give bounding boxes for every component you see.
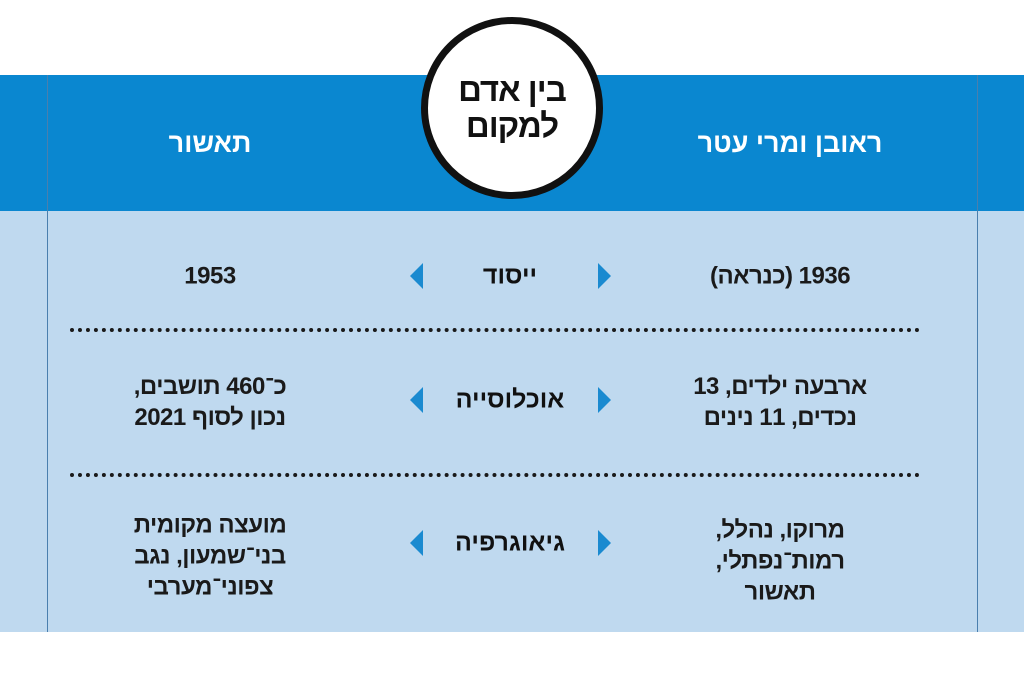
- row-3-left: מועצה מקומית בני־שמעון, נגב צפוני־מערבי: [80, 510, 340, 603]
- column-header-right: ראובן ומרי עטר: [697, 128, 883, 158]
- row-1-right: 1936 (כנראה): [650, 261, 910, 292]
- arrow-left-icon: [410, 387, 423, 413]
- arrow-left-icon: [410, 263, 423, 289]
- text-line: רמות־נפתלי,: [715, 547, 845, 575]
- right-border: [977, 75, 978, 632]
- arrow-right-icon: [598, 530, 611, 556]
- row-3-right: מרוקו, נהלל, רמות־נפתלי, תאשור: [650, 515, 910, 608]
- arrow-right-icon: [598, 387, 611, 413]
- text-line: 1953: [184, 262, 236, 290]
- text-line: מועצה מקומית: [133, 511, 287, 539]
- text-line: נכדים, 11 נינים: [703, 404, 857, 431]
- row-2-right: ארבעה ילדים, 13 נכדים, 11 נינים: [650, 371, 910, 433]
- badge-line-1: בין אדם: [458, 71, 567, 108]
- row-1-label: ייסוד: [482, 261, 538, 290]
- text-line: צפוני־מערבי: [146, 573, 274, 601]
- row-3-label: גיאוגרפיה: [455, 528, 565, 557]
- arrow-right-icon: [598, 263, 611, 289]
- text-line: כ־460 תושבים,: [133, 373, 287, 400]
- left-border: [47, 75, 48, 632]
- row-1-left: 1953: [80, 261, 340, 292]
- row-2-label: אוכלוסייה: [455, 385, 565, 414]
- text-line: בני־שמעון, נגב: [134, 542, 286, 570]
- dotted-divider: [70, 473, 920, 477]
- table-body: [0, 211, 1024, 632]
- text-line: נכון לסוף 2021: [134, 404, 286, 431]
- title-badge: בין אדם למקום: [421, 17, 603, 199]
- column-header-left: תאשור: [168, 128, 252, 158]
- text-line: מרוקו, נהלל,: [715, 516, 845, 544]
- text-line: תאשור: [744, 578, 816, 606]
- row-2-left: כ־460 תושבים, נכון לסוף 2021: [80, 371, 340, 433]
- badge-line-2: למקום: [465, 107, 559, 144]
- text-line: ארבעה ילדים, 13: [693, 373, 867, 400]
- text-line: 1936 (כנראה): [709, 262, 851, 290]
- arrow-left-icon: [410, 530, 423, 556]
- dotted-divider: [70, 328, 920, 332]
